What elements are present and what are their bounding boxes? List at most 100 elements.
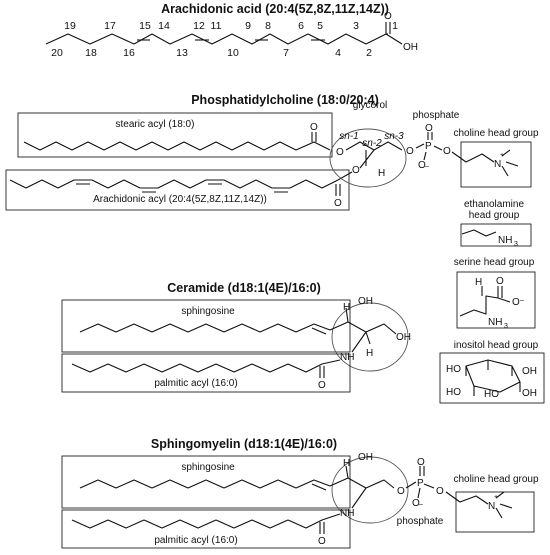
sm-trans-double-bond <box>311 483 327 491</box>
carbon-number: 17 <box>104 20 116 32</box>
pc-title: Phosphatidylcholine (18:0/20:4) <box>191 93 379 107</box>
serine-skeleton <box>459 286 511 317</box>
choline-head-group-label: choline head group <box>453 128 539 139</box>
ethanolamine-subscript: 3 <box>514 241 518 248</box>
choline-ester-oxygen: O <box>443 146 451 157</box>
ethanolamine-box <box>460 223 532 247</box>
sm-sphingosine-label: sphingosine <box>181 462 235 473</box>
sm-phosphate-double-oxygen: O <box>417 457 425 468</box>
ceramide-c3-hydroxyl: OH <box>358 296 373 307</box>
phosphate-negative-oxygen: O <box>418 160 426 171</box>
sm-sphingosine-box <box>61 455 351 509</box>
arachidonic-acyl-carbonyl <box>335 171 353 196</box>
acyl-double-bonds <box>76 183 288 193</box>
arachidonic-title: Arachidonic acid (20:4(5Z,8Z,11Z,14Z)) <box>161 2 389 16</box>
phosphate-bonds <box>415 132 443 161</box>
carbon-number: 13 <box>176 47 188 59</box>
sm-c3-hydrogen: H <box>343 458 350 469</box>
ethanolamine-chain <box>461 229 497 237</box>
sm-minus-charge: – <box>419 501 423 508</box>
ceramide-c2-hydrogen: H <box>366 348 373 359</box>
sm-phosphate-negative-oxygen: O <box>412 498 420 509</box>
carbon-number: 20 <box>51 47 63 59</box>
phosphatidylcholine-structure: Phosphatidylcholine (18:0/20:4) glycerol… <box>5 93 539 211</box>
serine-carboxylate-oxygen: O <box>512 297 520 308</box>
sphingomyelin-structure: Sphingomyelin (d18:1(4E)/16:0) sphingosi… <box>61 437 539 549</box>
carbon-number: 9 <box>245 20 251 32</box>
stearic-carbonyl <box>311 132 317 142</box>
palmitic-chain <box>71 359 341 373</box>
inositol-box <box>439 352 545 404</box>
serine-carbonyl-oxygen: O <box>496 276 504 287</box>
phosphate-ester-oxygen: O <box>406 146 414 157</box>
sm-c3-hydroxyl: OH <box>358 452 373 463</box>
glycerol-backbone <box>345 141 403 169</box>
stearic-acyl-box <box>17 112 333 158</box>
sphingomyelin-title: Sphingomyelin (d18:1(4E)/16:0) <box>151 437 337 451</box>
sphingoid-head-ellipse <box>331 302 409 372</box>
inositol-ring <box>465 359 521 396</box>
sn2-label: sn-2 <box>362 138 382 149</box>
sm-head-bonds <box>329 465 395 509</box>
inositol-hydroxyl: HO <box>446 364 461 375</box>
sm-choline-head-group-label: choline head group <box>453 474 539 485</box>
glycerol-ellipse <box>329 128 407 188</box>
serine-minus-charge: – <box>520 297 524 304</box>
ceramide-c3-hydrogen: H <box>343 302 350 313</box>
carbonyl-oxygen: O <box>384 11 392 22</box>
sm-palmitic-chain <box>71 513 341 529</box>
inositol-hydroxyl: OH <box>522 366 537 377</box>
ethanolamine-label-line2: head group <box>469 210 520 221</box>
sm-phosphate-ester-oxygen: O <box>397 486 405 497</box>
sphingosine-trans-double-bond <box>311 327 327 335</box>
serine-label: serine head group <box>454 257 535 268</box>
phosphorus: P <box>425 141 432 152</box>
carbon-number: 12 <box>193 20 205 32</box>
sm-choline-nitrogen: N <box>488 501 495 512</box>
ceramide-amide-nh: NH <box>340 352 354 363</box>
serine-hydrogen: H <box>475 277 482 288</box>
sm-palmitic-carbonyl-oxygen: O <box>318 536 326 547</box>
palmitic-acyl-label: palmitic acyl (16:0) <box>154 378 237 389</box>
minus-charge: – <box>425 163 429 170</box>
carbon-number: 3 <box>353 20 359 32</box>
inositol-hydroxyl: HO <box>484 389 499 400</box>
ethanolamine-label-line1: ethanolamine <box>464 199 524 210</box>
choline-nitrogen: N <box>494 159 501 170</box>
palmitic-acyl-box <box>61 353 351 393</box>
inositol-hydroxyl: OH <box>522 388 537 399</box>
carbon-number: 15 <box>139 20 151 32</box>
sphingoid-head-bonds <box>329 307 397 353</box>
phosphate-double-oxygen: O <box>425 123 433 134</box>
inositol-label: inositol head group <box>454 340 539 351</box>
sphingosine-box <box>61 299 351 353</box>
arachidonic-acyl-label: Arachidonic acyl (20:4(5Z,8Z,11Z,14Z)) <box>93 194 267 205</box>
arachidonic-acyl-chain <box>9 179 339 189</box>
carbon-number: 19 <box>64 20 76 32</box>
sm-phosphate-bonds <box>405 466 435 499</box>
carbon-number: 11 <box>211 20 222 32</box>
choline-plus-charge: + <box>500 152 504 159</box>
sn1-ester-oxygen: O <box>336 147 344 158</box>
sm-amide-nh: NH <box>340 508 354 519</box>
carbon-number: 1 <box>392 20 398 32</box>
carbon-number: 16 <box>123 47 135 59</box>
carboxyl-bond <box>385 22 403 45</box>
stearic-chain <box>23 141 331 151</box>
carbon-number: 18 <box>85 47 97 59</box>
serine-amine: NH <box>488 317 502 328</box>
carbon-number: 10 <box>227 47 239 59</box>
carbon-number: 6 <box>298 20 304 32</box>
ethanolamine-amine: NH <box>498 235 512 246</box>
arachidonic-chain <box>45 33 388 45</box>
arachidonic-carbonyl-oxygen: O <box>334 198 342 209</box>
head-groups-panel: ethanolamine head group NH 3 serine head… <box>439 199 545 404</box>
carbon-number: 8 <box>265 20 271 32</box>
palmitic-carbonyl-oxygen: O <box>318 380 326 391</box>
ceramide-structure: Ceramide (d18:1(4E)/16:0) sphingosine H … <box>61 281 411 393</box>
sm-phosphorus: P <box>417 478 424 489</box>
stearic-acyl-label: stearic acyl (18:0) <box>116 119 195 130</box>
glycerol-label: glycerol <box>353 100 387 111</box>
